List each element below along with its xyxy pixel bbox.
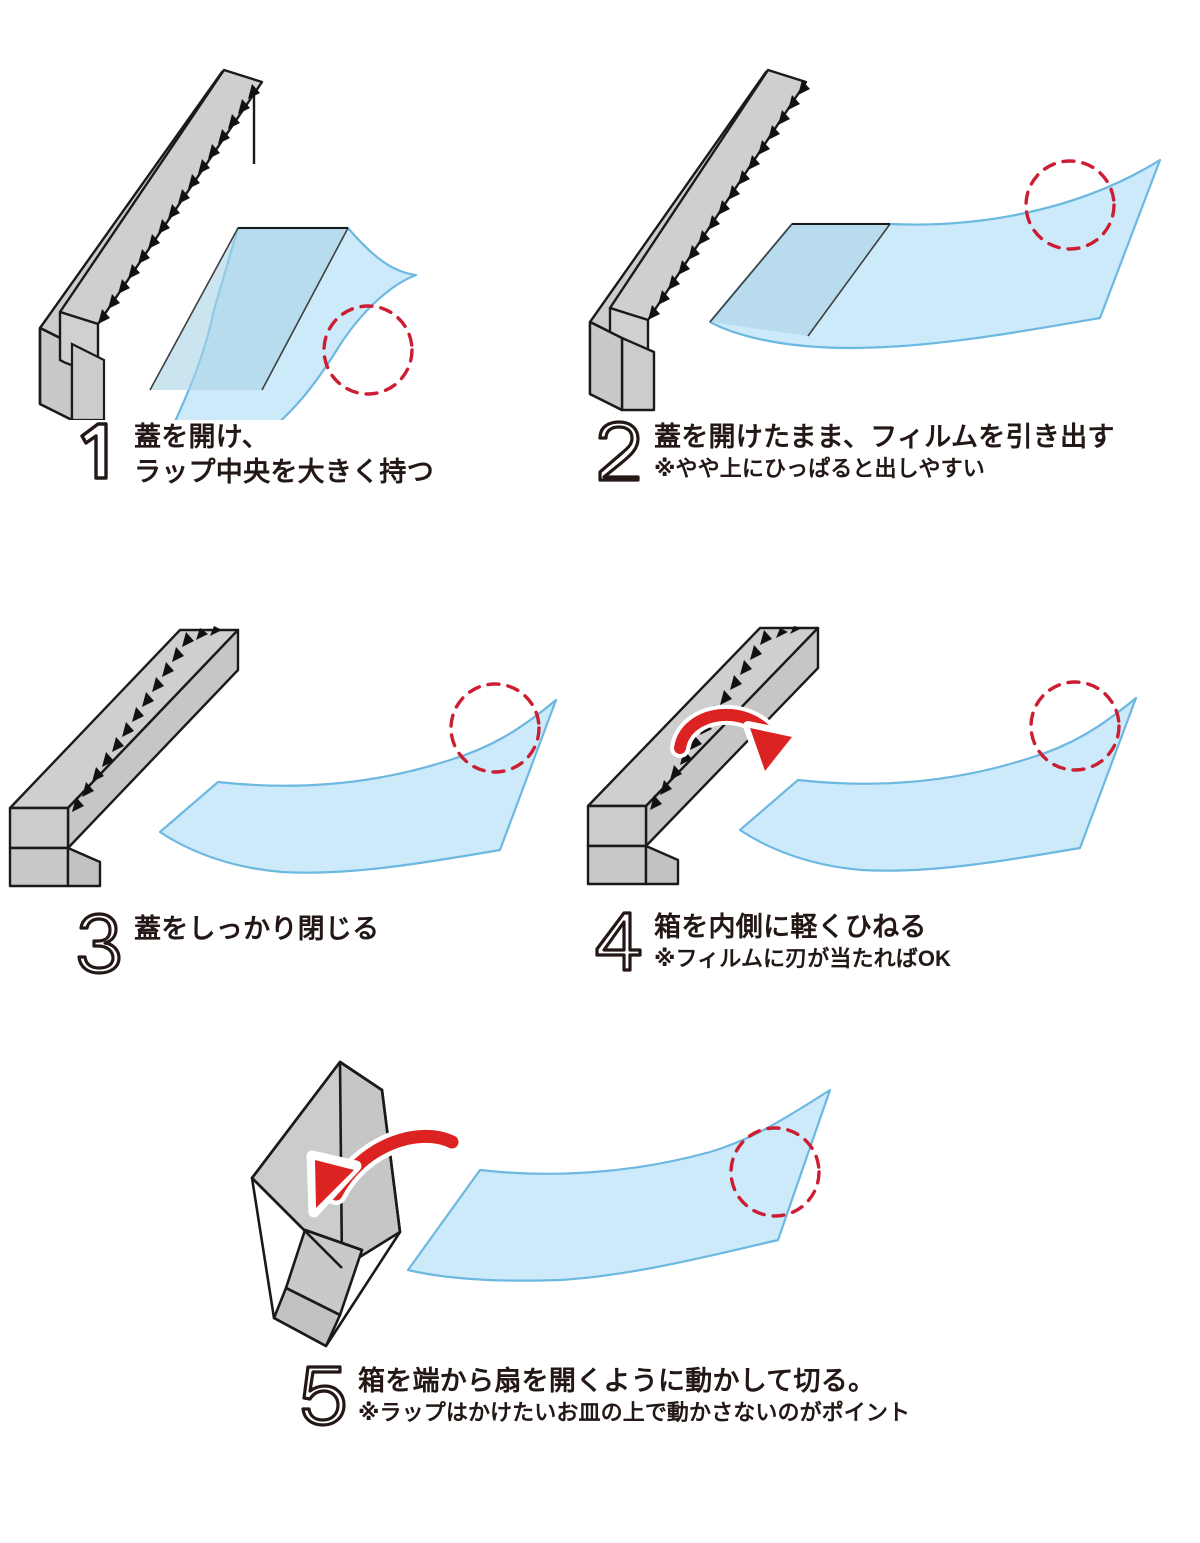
wrap-box-fan-sweep-cut-icon	[250, 1060, 832, 1348]
highlight-circle-icon	[729, 1126, 821, 1218]
step-caption-line: 蓋を開け、	[134, 422, 269, 452]
numeral-5-outline-icon	[301, 1365, 346, 1427]
numeral-1-outline-icon	[80, 422, 108, 480]
step-caption-note: ※ラップはかけたいお皿の上で動かさないのがポイント	[358, 1400, 911, 1426]
numeral-3-outline-icon	[77, 912, 121, 975]
step-caption-line: 箱を内側に軽くひねる	[654, 912, 927, 942]
step-caption-3: 蓋をしっかり閉じる	[72, 910, 379, 976]
wrap-box-twist-inward-icon	[586, 626, 1138, 886]
twist-arrow-icon	[670, 704, 801, 781]
step-caption-line: 箱を端から扇を開くように動かして切る。	[358, 1366, 876, 1396]
step-caption-text-2: 蓋を開けたまま、フィルムを引き出す ※やや上にひっぱると出しやすい	[654, 418, 1115, 484]
step-caption-line: 蓋を開けたまま、フィルムを引き出す	[654, 422, 1115, 452]
numeral-2-outline-icon	[598, 420, 640, 482]
step-caption-note: ※フィルムに刃が当たればOK	[654, 946, 952, 972]
sweep-arrow-icon	[306, 1125, 463, 1218]
step-number-4	[592, 908, 654, 974]
step-caption-text-1: 蓋を開け、 ラップ中央を大きく持つ	[134, 418, 434, 490]
step-illustration-2	[560, 60, 1200, 420]
step-number-3	[72, 910, 134, 976]
step-caption-5: 箱を端から扇を開くように動かして切る。 ※ラップはかけたいお皿の上で動かさないの…	[296, 1362, 910, 1428]
wrap-box-lid-open-film-pulled-icon	[588, 68, 1162, 412]
step-caption-line: ラップ中央を大きく持つ	[134, 457, 434, 488]
step-caption-2: 蓋を開けたまま、フィルムを引き出す ※やや上にひっぱると出しやすい	[592, 418, 1115, 484]
step-caption-text-3: 蓋をしっかり閉じる	[134, 910, 379, 947]
highlight-circle-icon	[322, 304, 414, 396]
step-caption-4: 箱を内側に軽くひねる ※フィルムに刃が当たればOK	[592, 908, 951, 974]
step-number-1	[72, 418, 134, 484]
step-illustration-4	[570, 600, 1200, 900]
step-illustration-3	[0, 600, 580, 900]
step-number-5	[296, 1362, 358, 1428]
numeral-4-outline-icon	[595, 911, 642, 972]
step-caption-text-5: 箱を端から扇を開くように動かして切る。 ※ラップはかけたいお皿の上で動かさないの…	[358, 1362, 910, 1428]
step-illustration-1	[0, 60, 560, 420]
step-illustration-5	[230, 1060, 970, 1360]
step-caption-text-4: 箱を内側に軽くひねる ※フィルムに刃が当たればOK	[654, 908, 951, 974]
step-caption-1: 蓋を開け、 ラップ中央を大きく持つ	[72, 418, 434, 490]
wrap-box-lid-closed-icon	[8, 626, 558, 888]
highlight-circle-icon	[1024, 159, 1116, 251]
step-number-2	[592, 418, 654, 484]
step-caption-note: ※やや上にひっぱると出しやすい	[654, 456, 985, 482]
highlight-circle-icon	[1029, 680, 1121, 772]
highlight-circle-icon	[449, 682, 541, 774]
wrap-box-lid-open-film-held-icon	[38, 68, 418, 420]
step-caption-line: 蓋をしっかり閉じる	[134, 914, 380, 944]
